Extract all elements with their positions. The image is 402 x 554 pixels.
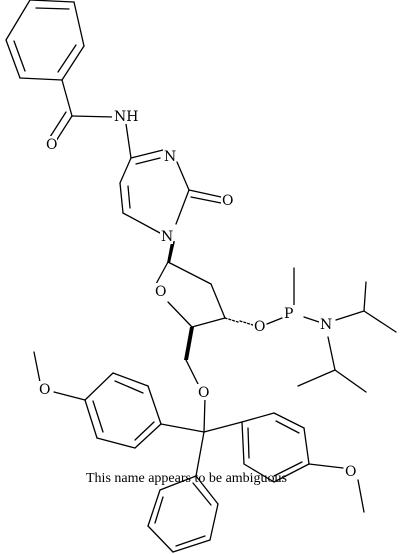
benzoyl-phenyl-ring xyxy=(5,0,85,81)
atom-label-nh: NH xyxy=(114,109,138,125)
amide-group xyxy=(49,79,132,159)
pyrimidine-ring xyxy=(119,149,222,234)
atom-label-ring-o: O xyxy=(155,284,166,300)
atom-label-methoxy-o-right: O xyxy=(345,464,356,480)
atom-label-amide-o: O xyxy=(46,137,57,153)
phosphoramidite-group xyxy=(224,267,397,393)
atom-label-phosphorus: P xyxy=(284,306,293,322)
atom-label-methoxy-o-left: O xyxy=(39,382,50,398)
atom-label-3prime-o: O xyxy=(254,319,265,335)
right-methoxyphenyl-ring xyxy=(241,412,365,513)
left-methoxyphenyl-ring xyxy=(33,351,162,449)
deoxyribose-ring xyxy=(155,241,226,328)
atom-label-amine-n: N xyxy=(320,317,332,333)
trityl-center xyxy=(160,397,243,477)
c5-linker xyxy=(184,327,200,387)
atom-label-n1: N xyxy=(161,229,173,245)
ambiguity-caption: This name appears to be ambiguous xyxy=(86,471,287,486)
bond-lines xyxy=(5,0,397,553)
bottom-phenyl-ring xyxy=(147,475,219,553)
atom-label-5prime-o: O xyxy=(198,385,209,401)
atom-labels: NH O N O N O O P N O O O xyxy=(38,108,357,480)
atom-label-n3: N xyxy=(164,149,176,165)
atom-label-c2-carbonyl-o: O xyxy=(222,193,233,209)
